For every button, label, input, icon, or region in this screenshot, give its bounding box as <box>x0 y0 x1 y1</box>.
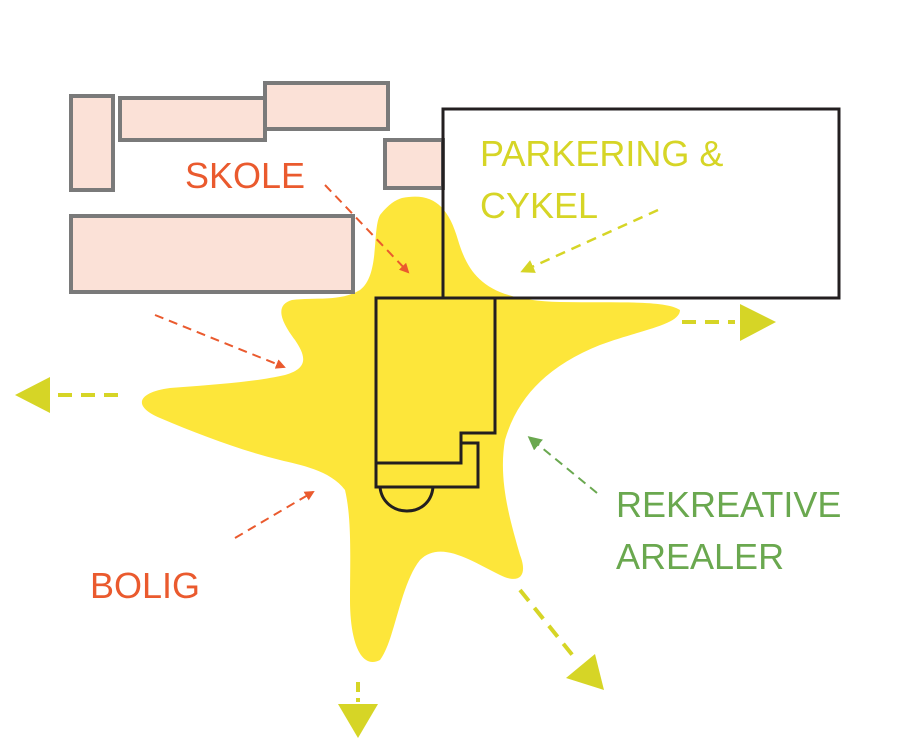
left-arrowhead <box>15 377 50 413</box>
bolig-upper-arrow <box>154 314 286 369</box>
down-arrowhead <box>338 704 378 738</box>
school-buildings <box>69 81 445 294</box>
central-building <box>374 296 497 513</box>
label-skole: SKOLE <box>185 155 305 196</box>
parking-area-outline <box>441 107 841 300</box>
recreation-arrow <box>527 436 598 494</box>
skole-arrow <box>324 184 410 274</box>
label-rekreative-line1: REKREATIVE <box>616 484 841 525</box>
label-rekreative-line2: AREALER <box>616 536 784 577</box>
right-arrowhead <box>740 304 776 341</box>
school-building <box>69 214 355 294</box>
school-building <box>263 81 390 131</box>
school-building <box>118 96 267 142</box>
bolig-lower-arrow <box>234 490 315 539</box>
label-parkering-line2: CYKEL <box>480 185 598 226</box>
school-building <box>69 94 115 192</box>
central-activity-zone <box>141 196 680 662</box>
school-building <box>383 138 445 190</box>
label-bolig: BOLIG <box>90 565 200 606</box>
outgoing-arrows <box>15 304 776 738</box>
diagonal-arrowhead <box>566 654 604 690</box>
parking-arrow <box>520 208 659 273</box>
label-parkering-line1: PARKERING & <box>480 133 723 174</box>
